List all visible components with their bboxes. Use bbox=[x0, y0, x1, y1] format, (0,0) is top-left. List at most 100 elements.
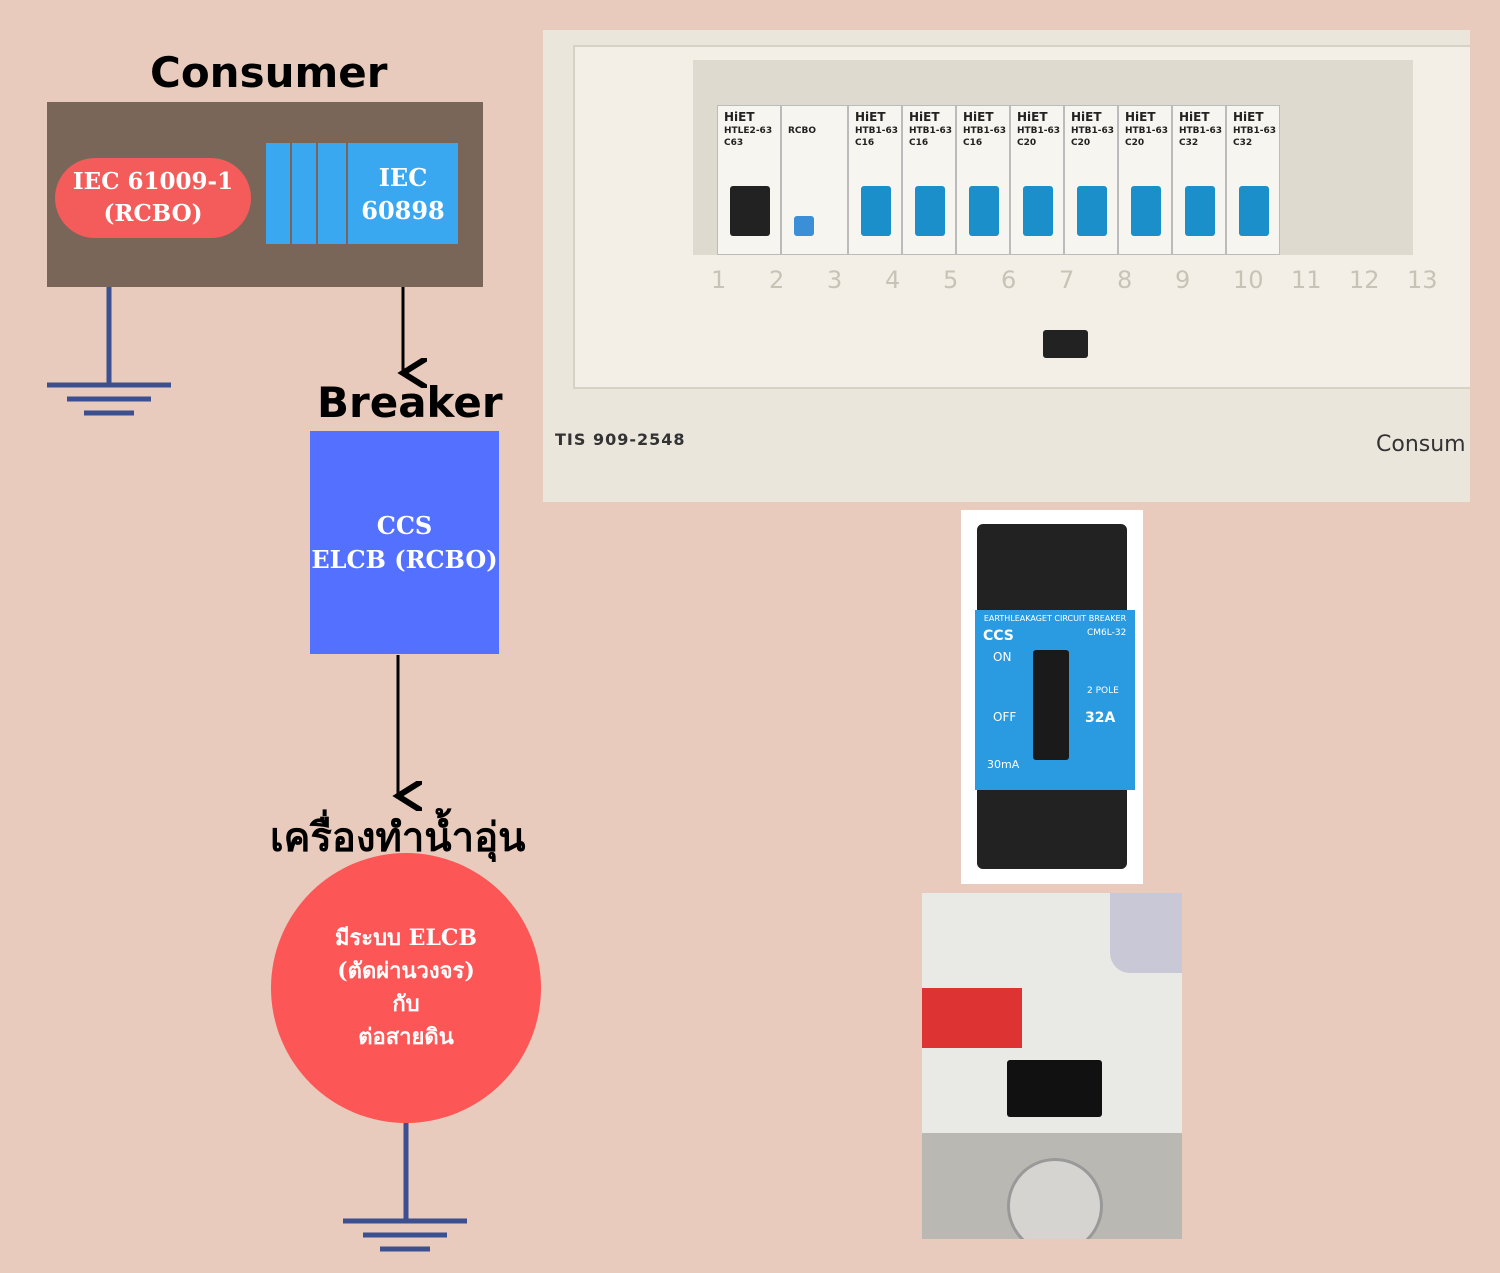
panel-latch bbox=[1043, 330, 1088, 358]
breaker-toggle bbox=[1131, 186, 1161, 236]
breaker-toggle bbox=[730, 186, 770, 236]
breaker-rating: C20 bbox=[1125, 138, 1145, 148]
heater-line2: (ตัดผ่านวงจร) bbox=[337, 958, 475, 984]
slot-number: 8 bbox=[1117, 266, 1133, 294]
elcb-face: EARTHLEAKAGET CIRCUIT BREAKER CCS CM6L-3… bbox=[975, 610, 1135, 790]
breaker-brand: HiET bbox=[724, 110, 755, 124]
breaker-toggle bbox=[1239, 186, 1269, 236]
slot-number: 10 bbox=[1233, 266, 1264, 294]
breaker-rating: C20 bbox=[1071, 138, 1091, 148]
ground-symbol-heater bbox=[343, 1123, 467, 1252]
slot-number: 3 bbox=[827, 266, 843, 294]
elcb-sensitivity: 30mA bbox=[987, 758, 1020, 771]
elcb-toggle-switch bbox=[1033, 650, 1069, 760]
slot-number: 11 bbox=[1291, 266, 1322, 294]
elcb-model: CM6L-32 bbox=[1087, 628, 1127, 638]
elcb-on-label: ON bbox=[993, 650, 1012, 664]
breaker-toggle bbox=[1077, 186, 1107, 236]
breaker-toggle bbox=[969, 186, 999, 236]
heater-circle: มีระบบ ELCB (ตัดผ่านวงจร) กับ ต่อสายดิน bbox=[271, 853, 541, 1123]
breaker-rating: C32 bbox=[1179, 138, 1199, 148]
breaker-model: HTLE2-63 bbox=[724, 126, 773, 136]
elcb-rating: 32A bbox=[1085, 710, 1116, 726]
breaker-rating: C16 bbox=[909, 138, 929, 148]
breaker-line2: ELCB (RCBO) bbox=[311, 544, 498, 574]
breaker-brand: HiET bbox=[1125, 110, 1156, 124]
breaker-rating: C63 bbox=[724, 138, 744, 148]
elcb-poles: 2 POLE bbox=[1087, 686, 1119, 696]
breaker-rating: C16 bbox=[855, 138, 875, 148]
mcb-module bbox=[266, 143, 292, 244]
breaker-title: Breaker bbox=[317, 378, 503, 427]
water-heater-photo bbox=[922, 893, 1182, 1239]
breaker-brand: HiET bbox=[1179, 110, 1210, 124]
breaker-brand: HiET bbox=[855, 110, 886, 124]
panel-certification: TIS 909-2548 bbox=[555, 430, 686, 449]
breaker-rating: C32 bbox=[1233, 138, 1253, 148]
slot-number: 9 bbox=[1175, 266, 1191, 294]
breaker-model: HTB1-63 bbox=[1017, 126, 1061, 136]
rcbo-standard-line2: (RCBO) bbox=[103, 200, 203, 227]
slot-number: 1 bbox=[711, 266, 727, 294]
slot-number: 4 bbox=[885, 266, 901, 294]
breaker-toggle bbox=[1023, 186, 1053, 236]
breaker-brand: HiET bbox=[1071, 110, 1102, 124]
breaker-toggle bbox=[794, 216, 814, 236]
heater-line1: มีระบบ ELCB bbox=[334, 925, 478, 951]
breaker-model: HTB1-63 bbox=[855, 126, 899, 136]
slot-number: 2 bbox=[769, 266, 785, 294]
breaker-brand: HiET bbox=[1017, 110, 1048, 124]
consumer-title: Consumer bbox=[150, 48, 388, 97]
breaker-rating: C16 bbox=[963, 138, 983, 148]
breaker-model: HTB1-63 bbox=[1071, 126, 1115, 136]
breaker-model: HTB1-63 bbox=[909, 126, 953, 136]
rcbo-standard-pill: IEC 61009-1 (RCBO) bbox=[55, 158, 251, 238]
elcb-brand: CCS bbox=[983, 628, 1014, 644]
slot-number: 7 bbox=[1059, 266, 1075, 294]
breaker-toggle bbox=[861, 186, 891, 236]
slot-number: 13 bbox=[1407, 266, 1438, 294]
breaker-brand: HiET bbox=[909, 110, 940, 124]
heater-warning-label bbox=[922, 988, 1022, 1048]
mcb-standard-line2: 60898 bbox=[361, 195, 445, 225]
slot-number: 12 bbox=[1349, 266, 1380, 294]
panel-breaker-module: RCBO bbox=[781, 105, 848, 255]
elcb-photo: EARTHLEAKAGET CIRCUIT BREAKER CCS CM6L-3… bbox=[961, 510, 1143, 884]
slot-number: 5 bbox=[943, 266, 959, 294]
slot-number: 6 bbox=[1001, 266, 1017, 294]
heater-decor-panel bbox=[1110, 893, 1182, 973]
panel-brand-text: Consum bbox=[1376, 432, 1466, 457]
mcb-standard-box: IEC 60898 bbox=[348, 143, 458, 244]
breaker-toggle bbox=[915, 186, 945, 236]
breaker-box: CCS ELCB (RCBO) bbox=[310, 431, 499, 654]
mcb-module bbox=[318, 143, 348, 244]
breaker-brand: HiET bbox=[963, 110, 994, 124]
mcb-standard-line1: IEC bbox=[378, 162, 428, 192]
mcb-module bbox=[292, 143, 318, 244]
heater-temperature-knob bbox=[1007, 1158, 1103, 1239]
heater-display bbox=[1007, 1060, 1102, 1117]
breaker-model: HTB1-63 bbox=[1233, 126, 1277, 136]
breaker-model: HTB1-63 bbox=[1125, 126, 1169, 136]
breaker-model: HTB1-63 bbox=[1179, 126, 1223, 136]
elcb-heading: EARTHLEAKAGET CIRCUIT BREAKER bbox=[983, 614, 1127, 623]
ground-symbol-consumer bbox=[47, 287, 171, 416]
elcb-off-label: OFF bbox=[993, 710, 1017, 724]
rcbo-standard-line1: IEC 61009-1 bbox=[72, 168, 234, 195]
breaker-model: RCBO bbox=[788, 126, 817, 136]
breaker-toggle bbox=[1185, 186, 1215, 236]
heater-line3: กับ bbox=[392, 991, 420, 1017]
breaker-line1: CCS bbox=[376, 510, 433, 540]
breaker-rating: C20 bbox=[1017, 138, 1037, 148]
